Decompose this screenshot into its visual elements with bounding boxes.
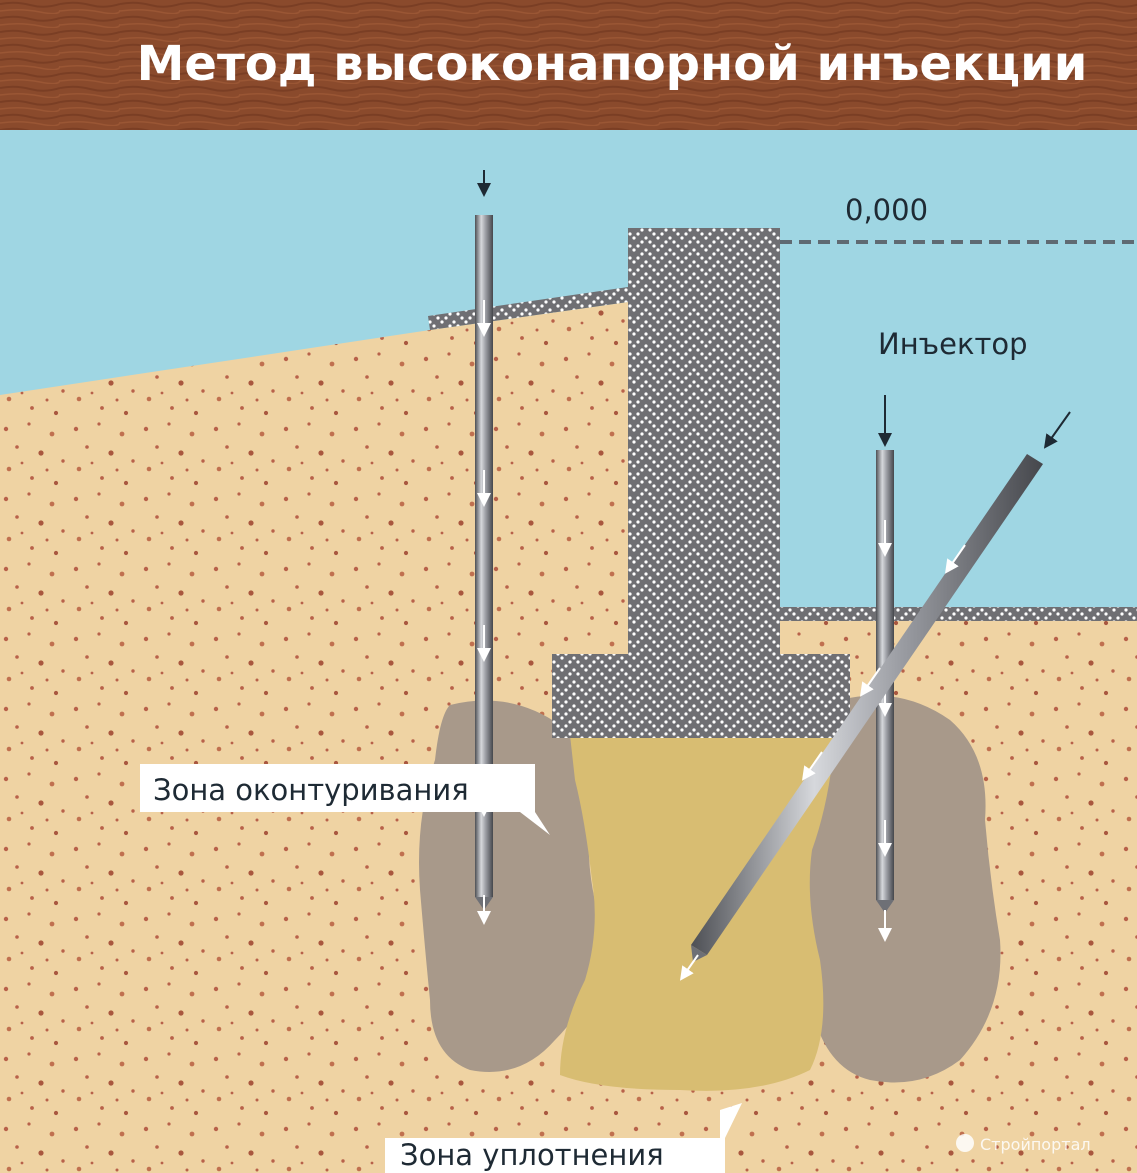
flow-arrow bbox=[860, 667, 881, 697]
title-band bbox=[0, 0, 1137, 130]
injector-rod-diagonal bbox=[691, 454, 1043, 955]
contour-zone-right bbox=[803, 695, 1001, 1083]
foundation-wall bbox=[628, 228, 780, 656]
watermark-text: Стройпортал bbox=[980, 1135, 1091, 1154]
compaction-zone-callout bbox=[385, 1103, 742, 1173]
diagram-title: Метод высоконапорной инъекции bbox=[137, 36, 1088, 92]
injector-label: Инъектор bbox=[878, 327, 1028, 361]
compaction-zone bbox=[560, 735, 835, 1091]
injector-rod-left bbox=[475, 215, 493, 897]
compaction-zone-label: Зона уплотнения bbox=[400, 1138, 664, 1172]
floor-slab-right bbox=[780, 607, 1137, 621]
flow-arrow bbox=[679, 954, 699, 981]
watermark-logo-icon bbox=[956, 1134, 974, 1152]
watermark: Стройпортал bbox=[956, 1134, 1091, 1154]
level-label: 0,000 bbox=[845, 193, 928, 227]
flow-arrow bbox=[945, 544, 966, 574]
inflow-arrow-diagonal bbox=[1043, 411, 1071, 449]
foundation-footing bbox=[552, 654, 850, 738]
contour-zone-callout bbox=[140, 764, 550, 835]
flow-arrow bbox=[802, 751, 823, 781]
contour-zone-label: Зона оконтуривания bbox=[153, 773, 469, 807]
injector-rod-right-tip bbox=[876, 900, 894, 913]
